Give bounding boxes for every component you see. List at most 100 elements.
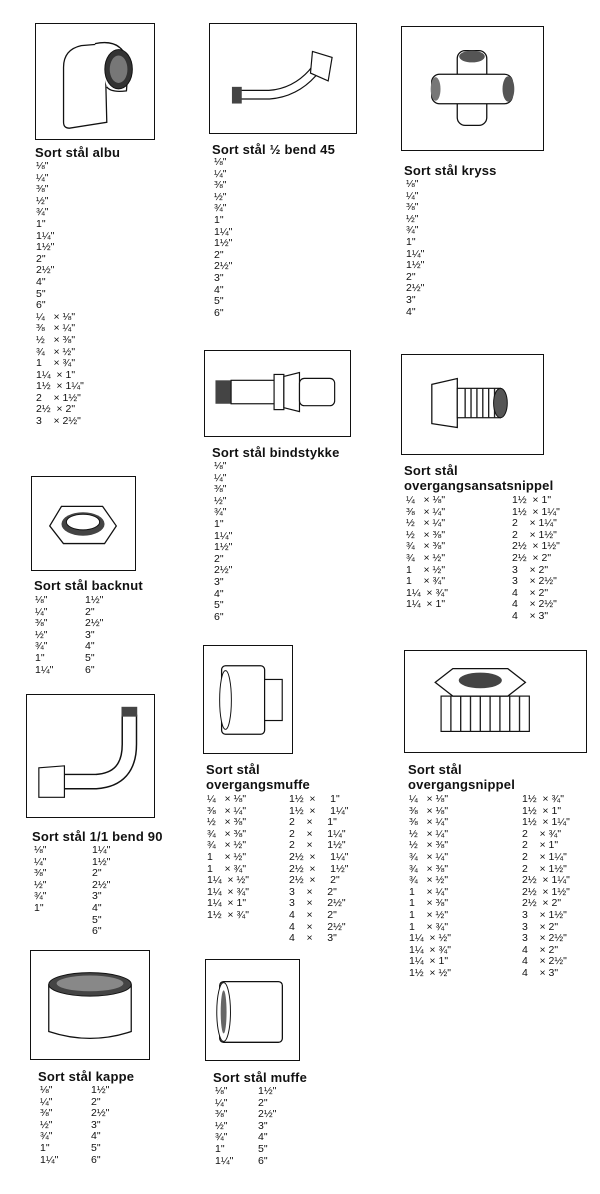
cross-fitting-icon [430, 49, 515, 127]
size-entry: 2 × 1½" [522, 862, 567, 875]
size-entry: 2" [406, 270, 416, 283]
size-entry: 1¼" [40, 1153, 59, 1166]
size-entry: 5" [36, 287, 46, 300]
size-entry: 2½ × 1¼" [522, 874, 570, 887]
size-entry: 2½ × 1½" [512, 540, 560, 553]
bend45-image [209, 23, 357, 134]
size-entry: ½" [34, 878, 47, 891]
albu-size-list: ⅛"¼"⅜"½"¾"1"1¼"1½"2"2½"4"5"6"¼ × ⅛"⅜ × ¼… [36, 160, 84, 428]
size-entry: ⅜ × ¼" [409, 816, 449, 829]
overgangsnippel-size-list-col2: 1½ × ¾"1½ × 1"1½ × 1¼"2 × ¾"2 × 1"2 × 1¼… [522, 793, 570, 980]
size-entry: 1¼" [214, 225, 233, 238]
overgangsnippel-title-line1: Sort stål [408, 762, 462, 777]
size-entry: 2½ × 1¼" [289, 850, 349, 863]
bend45-size-list: ⅛"¼"⅜"½"¾"1"1¼"1½"2"2½"3"4"5"6" [214, 156, 233, 319]
size-entry: 5" [214, 295, 224, 308]
size-entry: ⅜" [214, 483, 227, 496]
size-entry: 2 × 1¼" [289, 827, 346, 840]
size-entry: 5" [85, 651, 95, 664]
size-entry: 2 × 1½" [36, 391, 81, 404]
size-entry: 6" [214, 306, 224, 319]
size-entry: ¾ × ⅜" [406, 540, 446, 553]
size-entry: 1½ × 1¼" [289, 804, 349, 817]
size-entry: 3" [85, 628, 95, 641]
bend90-image [26, 694, 155, 818]
size-entry: 1½ × 1¼" [512, 505, 560, 518]
kappe-title: Sort stål kappe [38, 1069, 135, 1084]
size-entry: 4" [36, 275, 46, 288]
size-entry: 2½ × 1½" [522, 885, 570, 898]
size-entry: ¾" [35, 640, 48, 653]
size-entry: 1¼" [92, 844, 111, 856]
bend-45-pipe-icon [231, 50, 333, 104]
kryss-title: Sort stål kryss [404, 163, 497, 178]
size-entry: 3" [92, 890, 102, 903]
bend90-title: Sort stål 1/1 bend 90 [32, 829, 163, 844]
size-entry: 1 × ¼" [409, 885, 449, 898]
size-entry: 4 × 2½" [522, 955, 567, 968]
overgangsansatsnippel-image [401, 354, 544, 455]
size-entry: ¾" [215, 1131, 228, 1144]
size-entry: ⅛" [36, 160, 49, 172]
size-entry: 2½" [258, 1108, 277, 1121]
backnut-size-list-col2: 1½"2"2½"3"4"5"6" [85, 594, 103, 676]
size-entry: 1¼" [215, 1154, 234, 1167]
bindstykke-size-list: ⅛"¼"⅜"½"¾"1"1¼"1½"2"2½"3"4"5"6" [214, 460, 233, 623]
size-entry: 1½" [258, 1085, 277, 1097]
size-entry: 2 × 1¼" [522, 850, 567, 863]
size-entry: ⅜ × ¼" [406, 505, 446, 518]
size-entry: ¼ × ⅛" [406, 494, 446, 506]
size-entry: 1½ × 1¼" [36, 380, 84, 393]
size-entry: 1" [214, 213, 224, 226]
size-entry: 2½ × 2" [36, 403, 76, 416]
kryss-size-list: ⅛"¼"⅜"½"¾"1"1¼"1½"2"2½"3"4" [406, 178, 425, 318]
size-entry: ½" [36, 194, 49, 207]
size-entry: ¼" [214, 471, 227, 484]
size-entry: 2" [92, 867, 102, 880]
size-entry: 1¼" [35, 663, 54, 676]
size-entry: 1¼ × 1" [36, 368, 76, 381]
size-entry: 2" [91, 1095, 101, 1108]
size-entry: ½" [40, 1118, 53, 1131]
size-entry: 1¼ × 1" [409, 955, 449, 968]
overgangsansatsnippel-title-line2: overgangsansatsnippel [404, 478, 554, 493]
size-entry: 6" [258, 1154, 268, 1167]
pipe-socket-icon [216, 980, 283, 1043]
size-entry: ¾" [36, 206, 49, 219]
size-entry: 1½" [91, 1084, 110, 1096]
size-entry: 6" [91, 1153, 101, 1166]
size-entry: 1½ × ¾" [207, 908, 249, 921]
size-entry: 3" [214, 271, 224, 284]
size-entry: 3 × 2½" [36, 415, 81, 428]
size-entry: 1¼" [406, 247, 425, 260]
size-entry: 2½ × 2" [289, 874, 340, 887]
size-entry: ¼ × ⅛" [409, 793, 449, 805]
size-entry: 4" [258, 1131, 268, 1144]
size-entry: 2½ × 2" [512, 551, 552, 564]
size-entry: 1¼" [36, 229, 55, 242]
size-entry: 2½" [214, 260, 233, 273]
size-entry: ¾" [40, 1130, 53, 1143]
bend45-title: Sort stål ½ bend 45 [212, 142, 336, 157]
bend-90-pipe-icon [38, 706, 138, 798]
size-entry: ⅛" [35, 594, 48, 606]
size-entry: 3 × 2½" [289, 897, 346, 910]
kappe-size-list-col1: ⅛"¼"⅜"½"¾"1"1¼" [40, 1084, 59, 1166]
size-entry: ½" [214, 494, 227, 507]
size-entry: ¼" [214, 167, 227, 180]
overgangsnippel-title-line2: overgangsnippel [408, 777, 516, 792]
size-entry: ⅛" [40, 1084, 53, 1096]
size-entry: 1¼" [214, 529, 233, 542]
size-entry: 3 × 1½" [522, 908, 567, 921]
size-entry: ½ × ⅜" [409, 839, 449, 852]
size-entry: 6" [85, 663, 95, 676]
size-entry: 2" [85, 605, 95, 618]
size-entry: 4 × 3" [522, 966, 559, 979]
size-entry: ⅜" [34, 867, 47, 880]
size-entry: 1½" [214, 237, 233, 250]
size-entry: ⅛" [215, 1085, 228, 1097]
size-entry: 2 × 1½" [512, 528, 557, 541]
size-entry: 1 × ¾" [409, 920, 449, 933]
size-entry: ⅛" [34, 844, 47, 856]
size-entry: 1" [40, 1141, 50, 1154]
